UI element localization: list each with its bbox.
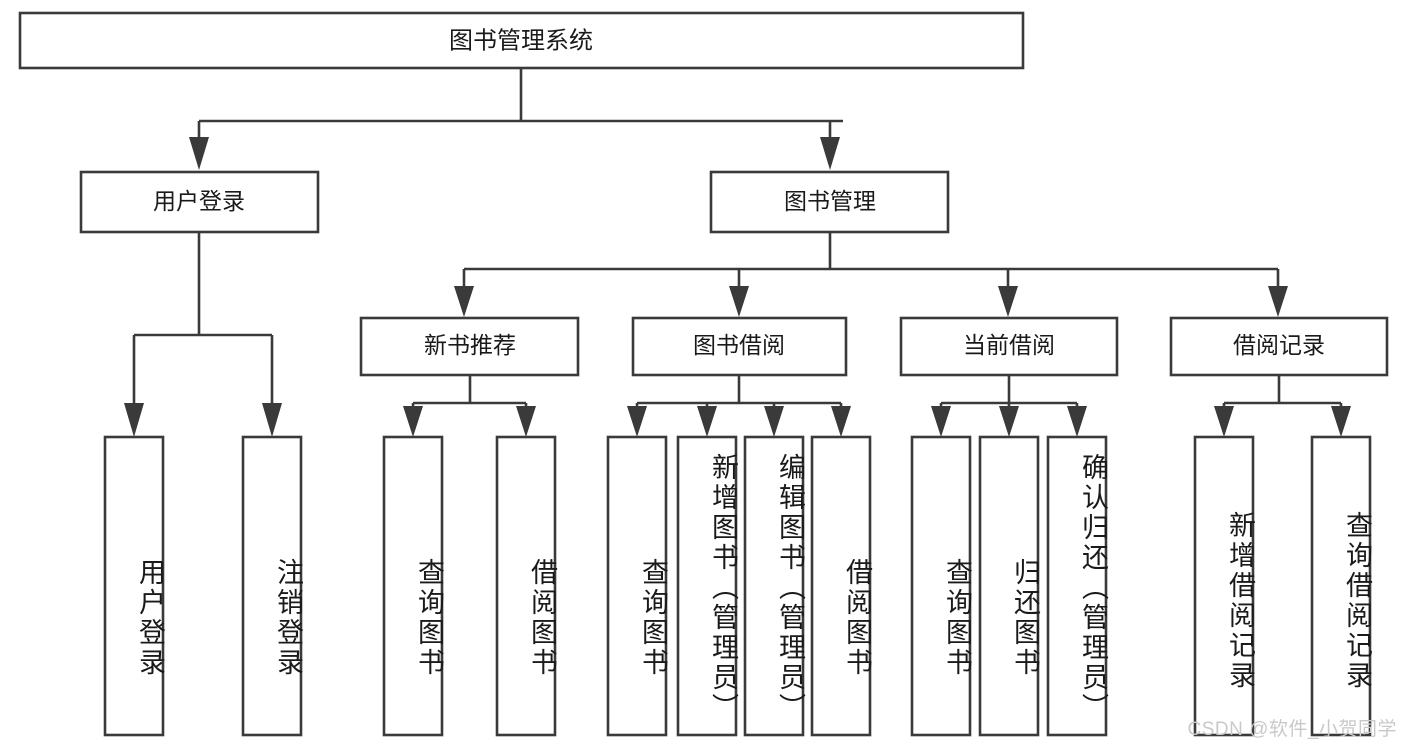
leaf-box-borrow-book-2[interactable] (810, 435, 872, 737)
leaf-box-confirm-return[interactable] (1046, 435, 1108, 737)
connector-group-borrow-record (1214, 375, 1351, 437)
leaf-box-add-book[interactable] (676, 435, 738, 737)
node-root[interactable]: 图书管理系统 (18, 11, 1025, 70)
node-borrow-record-label: 借阅记录 (1233, 332, 1325, 358)
node-new-book-recommend[interactable]: 新书推荐 (359, 316, 580, 377)
connector-group-book-borrow (627, 375, 851, 437)
arrow-leaf-confirm-return (1067, 406, 1087, 437)
node-book-borrow-label: 图书借阅 (693, 332, 785, 358)
leaf-box-return-book[interactable] (978, 435, 1040, 737)
arrow-leaf-return-book (999, 406, 1019, 437)
leaf-box-edit-book[interactable] (743, 435, 805, 737)
node-user-login-label: 用户登录 (153, 188, 245, 214)
node-new-book-recommend-label: 新书推荐 (424, 332, 516, 358)
arrow-leaf-borrow-book-1 (516, 406, 536, 437)
leaf-box-user-logout[interactable] (241, 435, 303, 737)
csdn-watermark: CSDN @软件_小贺同学 (1187, 719, 1397, 740)
arrow-leaf-query-book-3 (931, 406, 951, 437)
arrow-to-book-borrow (729, 286, 749, 317)
arrow-leaf-add-record (1214, 406, 1234, 437)
node-book-borrow[interactable]: 图书借阅 (631, 316, 848, 377)
arrow-leaf-user-login (124, 403, 144, 437)
arrow-leaf-add-book (697, 406, 717, 437)
node-borrow-record[interactable]: 借阅记录 (1169, 316, 1389, 377)
arrow-leaf-borrow-book-2 (831, 406, 851, 437)
node-user-login-box[interactable] (79, 170, 320, 234)
leaf-box-query-book-3[interactable] (910, 435, 972, 737)
arrow-to-new-book-recommend (454, 286, 474, 317)
node-root-box[interactable] (18, 11, 1025, 70)
connector-group-user-login (124, 232, 282, 437)
leaf-box-borrow-book-1[interactable] (495, 435, 557, 737)
leaf-box-query-record[interactable] (1310, 435, 1372, 737)
node-current-borrow-label: 当前借阅 (963, 332, 1055, 358)
connector-group-current-borrow (931, 375, 1087, 437)
node-user-login[interactable]: 用户登录 (79, 170, 320, 234)
arrow-leaf-edit-book (764, 406, 784, 437)
node-current-borrow-box[interactable] (899, 316, 1119, 377)
arrow-to-current-borrow (998, 286, 1018, 317)
node-book-management-label: 图书管理 (784, 188, 876, 214)
node-root-label: 图书管理系统 (449, 27, 593, 54)
node-book-management-box[interactable] (709, 170, 950, 234)
connector-group-book-management (454, 232, 1288, 317)
leaf-box-add-record[interactable] (1193, 435, 1255, 737)
arrow-leaf-query-record (1331, 406, 1351, 437)
leaf-box-query-book-1[interactable] (382, 435, 444, 737)
arrow-leaf-user-logout (262, 403, 282, 437)
arrow-leaf-query-book-2 (627, 406, 647, 437)
arrow-to-user-login (189, 137, 209, 170)
arrow-to-borrow-record (1268, 286, 1288, 317)
leaf-box-user-login[interactable] (103, 435, 165, 737)
arrow-leaf-query-book-1 (403, 406, 423, 437)
node-current-borrow[interactable]: 当前借阅 (899, 316, 1119, 377)
node-book-borrow-box[interactable] (631, 316, 848, 377)
node-new-book-recommend-box[interactable] (359, 316, 580, 377)
connector-group-new-book-recommend (403, 375, 536, 437)
connector-group-root (189, 68, 843, 170)
arrow-to-book-management (820, 137, 840, 170)
leaf-box-query-book-2[interactable] (606, 435, 668, 737)
node-borrow-record-box[interactable] (1169, 316, 1389, 377)
node-book-management[interactable]: 图书管理 (709, 170, 950, 234)
